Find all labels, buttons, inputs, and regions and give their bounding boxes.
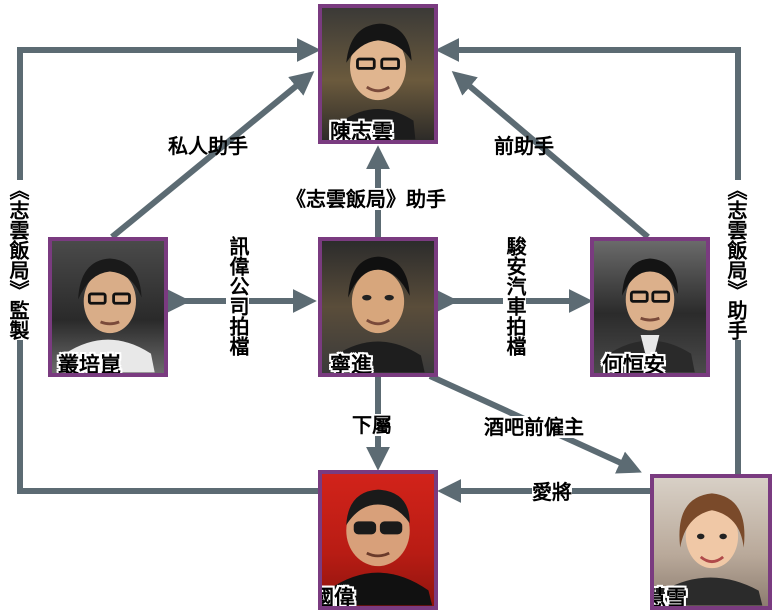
label-junan-shoot: 駿安汽車拍檔	[503, 236, 527, 356]
name-sun-huixue: 孫慧雪	[654, 586, 687, 610]
photo-he-hengan: 何恒安	[590, 237, 710, 377]
photo-qian-guowei: 錢國偉	[318, 470, 438, 610]
portrait-sun-huixue	[659, 493, 763, 606]
name-qian-guowei: 錢國偉	[322, 586, 355, 610]
photo-chen-zhiyun: 陳志雲	[318, 4, 438, 144]
name-cong-peikun: 叢培崑	[58, 353, 121, 377]
portrait-chen-zhiyun	[340, 23, 416, 140]
label-former-assistant: 前助手	[494, 134, 554, 158]
photo-ning-jin: 寧進	[318, 237, 438, 377]
photo-sun-huixue: 孫慧雪	[650, 474, 772, 610]
arrow-former-assistant	[451, 71, 650, 240]
label-former-bar-employer: 酒吧前僱主	[484, 415, 584, 439]
portrait-cong-peikun	[61, 258, 155, 373]
photo-cong-peikun: 叢培崑	[48, 237, 168, 377]
name-ning-jin: 寧進	[330, 353, 372, 377]
portrait-ning-jin	[331, 256, 425, 373]
portrait-he-hengan	[605, 258, 695, 373]
name-he-hengan: 何恒安	[602, 353, 665, 377]
label-subordinate: 下屬	[352, 413, 392, 437]
label-favorite-general: 愛將	[532, 480, 572, 504]
name-chen-zhiyun: 陳志雲	[330, 120, 393, 144]
label-xunwei-shoot: 訊偉公司拍檔	[226, 236, 250, 356]
label-restaurant-helper: 《志雲飯局》助手	[724, 180, 748, 340]
portrait-qian-guowei	[323, 489, 433, 606]
label-restaurant-supervisor: 《志雲飯局》監製	[6, 180, 30, 340]
label-private-assistant: 私人助手	[168, 134, 248, 158]
label-restaurant-assistant: 《志雲飯局》助手	[286, 187, 446, 211]
arrow-private-assistant	[110, 71, 315, 240]
